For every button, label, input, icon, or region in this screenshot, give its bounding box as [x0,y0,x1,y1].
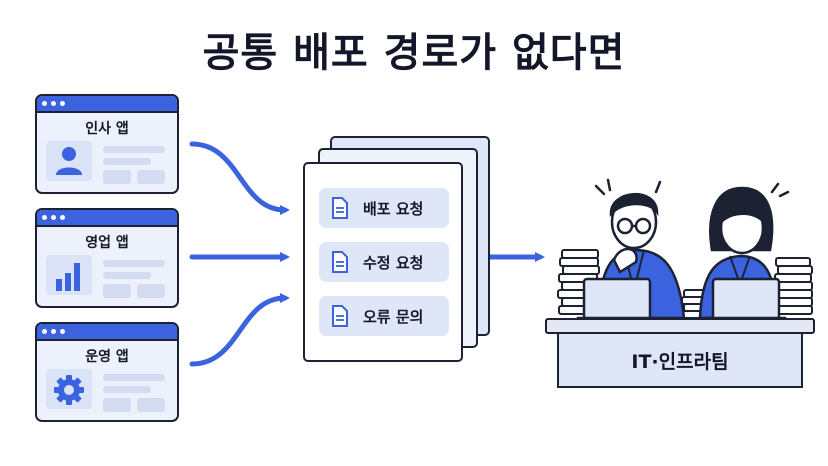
app-window-sales: 영업 앱 [35,208,179,308]
request-label: 배포 요청 [363,199,424,218]
laptop-right [705,277,787,324]
app-window-hr: 인사 앱 [35,94,179,194]
arrow-ops-to-requests [189,293,290,367]
bar-chart-icon [46,255,92,295]
request-item: 오류 문의 [319,296,449,336]
request-document: 배포 요청 수정 요청 오류 문의 [303,162,463,362]
window-titlebar [37,96,177,113]
stress-lines [594,178,790,198]
laptop-left [576,277,658,324]
person-icon [46,141,92,181]
document-icon [331,197,349,223]
document-icon [331,251,349,277]
app-title: 운영 앱 [85,349,129,365]
request-label: 오류 문의 [363,307,424,326]
arrow-hr-to-requests [189,141,290,215]
window-titlebar [37,324,177,341]
page-title: 공통 배포 경로가 없다면 [202,30,626,76]
desk-front: IT·인프라팀 [557,332,803,388]
document-icon [331,305,349,331]
app-window-ops: 운영 앱 [35,322,179,422]
app-title: 인사 앱 [85,121,129,137]
app-title: 영업 앱 [85,235,129,251]
team-label: IT·인프라팀 [631,350,729,373]
gear-icon [46,369,92,409]
window-titlebar [37,210,177,227]
request-item: 수정 요청 [319,242,449,282]
paper-stack-right [774,257,813,315]
request-item: 배포 요청 [319,188,449,228]
request-label: 수정 요청 [363,253,424,272]
